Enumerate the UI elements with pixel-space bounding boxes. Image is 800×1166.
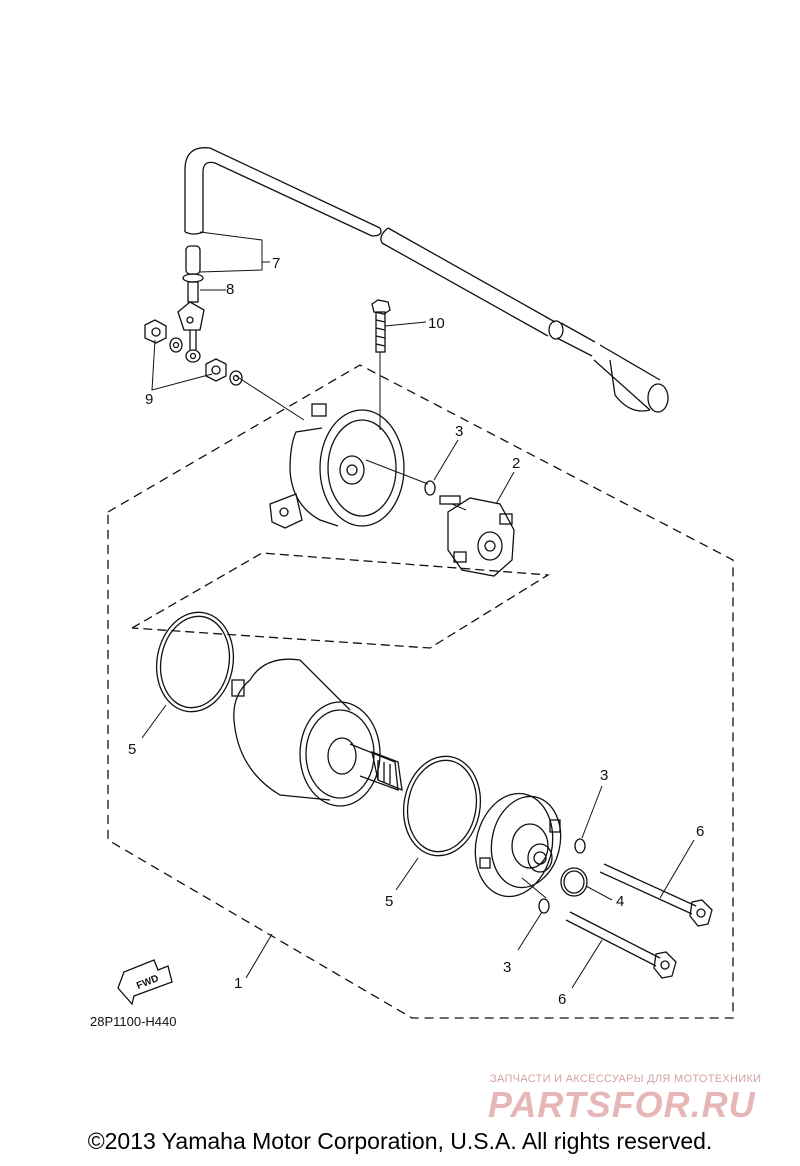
assembly-outline: [107, 364, 734, 1019]
fwd-label: FWD: [135, 973, 160, 992]
callout-3-mid: 3: [600, 767, 608, 784]
cable-terminal: [177, 245, 205, 363]
o-ring-large-left: [155, 611, 235, 713]
watermark-subtitle: ЗАПЧАСТИ И АКСЕССУАРЫ ДЛЯ МОТОТЕХНИКИ: [490, 1073, 762, 1085]
watermark-brand: PARTSFOR.RU: [488, 1084, 756, 1125]
callout-1: 1: [234, 975, 242, 992]
brush-holder: [439, 495, 515, 577]
callout-6-lower: 6: [558, 991, 566, 1008]
front-cover: [474, 792, 562, 898]
diagram-code: 28P1100-H440: [90, 1014, 177, 1029]
callout-5-right: 5: [385, 893, 393, 910]
o-ring-4: [560, 867, 588, 897]
rear-housing: [269, 403, 405, 529]
long-bolt-upper: [599, 863, 713, 927]
inner-plane-outline: [131, 552, 551, 649]
callout-3-low: 3: [503, 959, 511, 976]
o-ring-small-mid: [574, 838, 586, 854]
callout-2: 2: [512, 455, 520, 472]
callout-4: 4: [616, 893, 624, 910]
nuts-washers: [144, 319, 243, 386]
o-ring-small-low: [538, 898, 550, 914]
o-ring-large-right: [402, 755, 482, 857]
long-bolt-lower: [565, 911, 677, 979]
callout-leaders: [141, 231, 695, 989]
callout-5-left: 5: [128, 741, 136, 758]
starter-cable: [184, 147, 669, 413]
callout-6-upper: 6: [696, 823, 704, 840]
callout-10: 10: [428, 315, 445, 332]
armature-yoke: [231, 658, 403, 807]
o-ring-small-top: [424, 480, 436, 496]
callout-3-top: 3: [455, 423, 463, 440]
callout-9: 9: [145, 391, 153, 408]
copyright-notice: ©2013 Yamaha Motor Corporation, U.S.A. A…: [87, 1128, 713, 1154]
callout-7: 7: [272, 255, 280, 272]
callout-8: 8: [226, 281, 234, 298]
fwd-arrow-icon: [117, 959, 173, 1006]
